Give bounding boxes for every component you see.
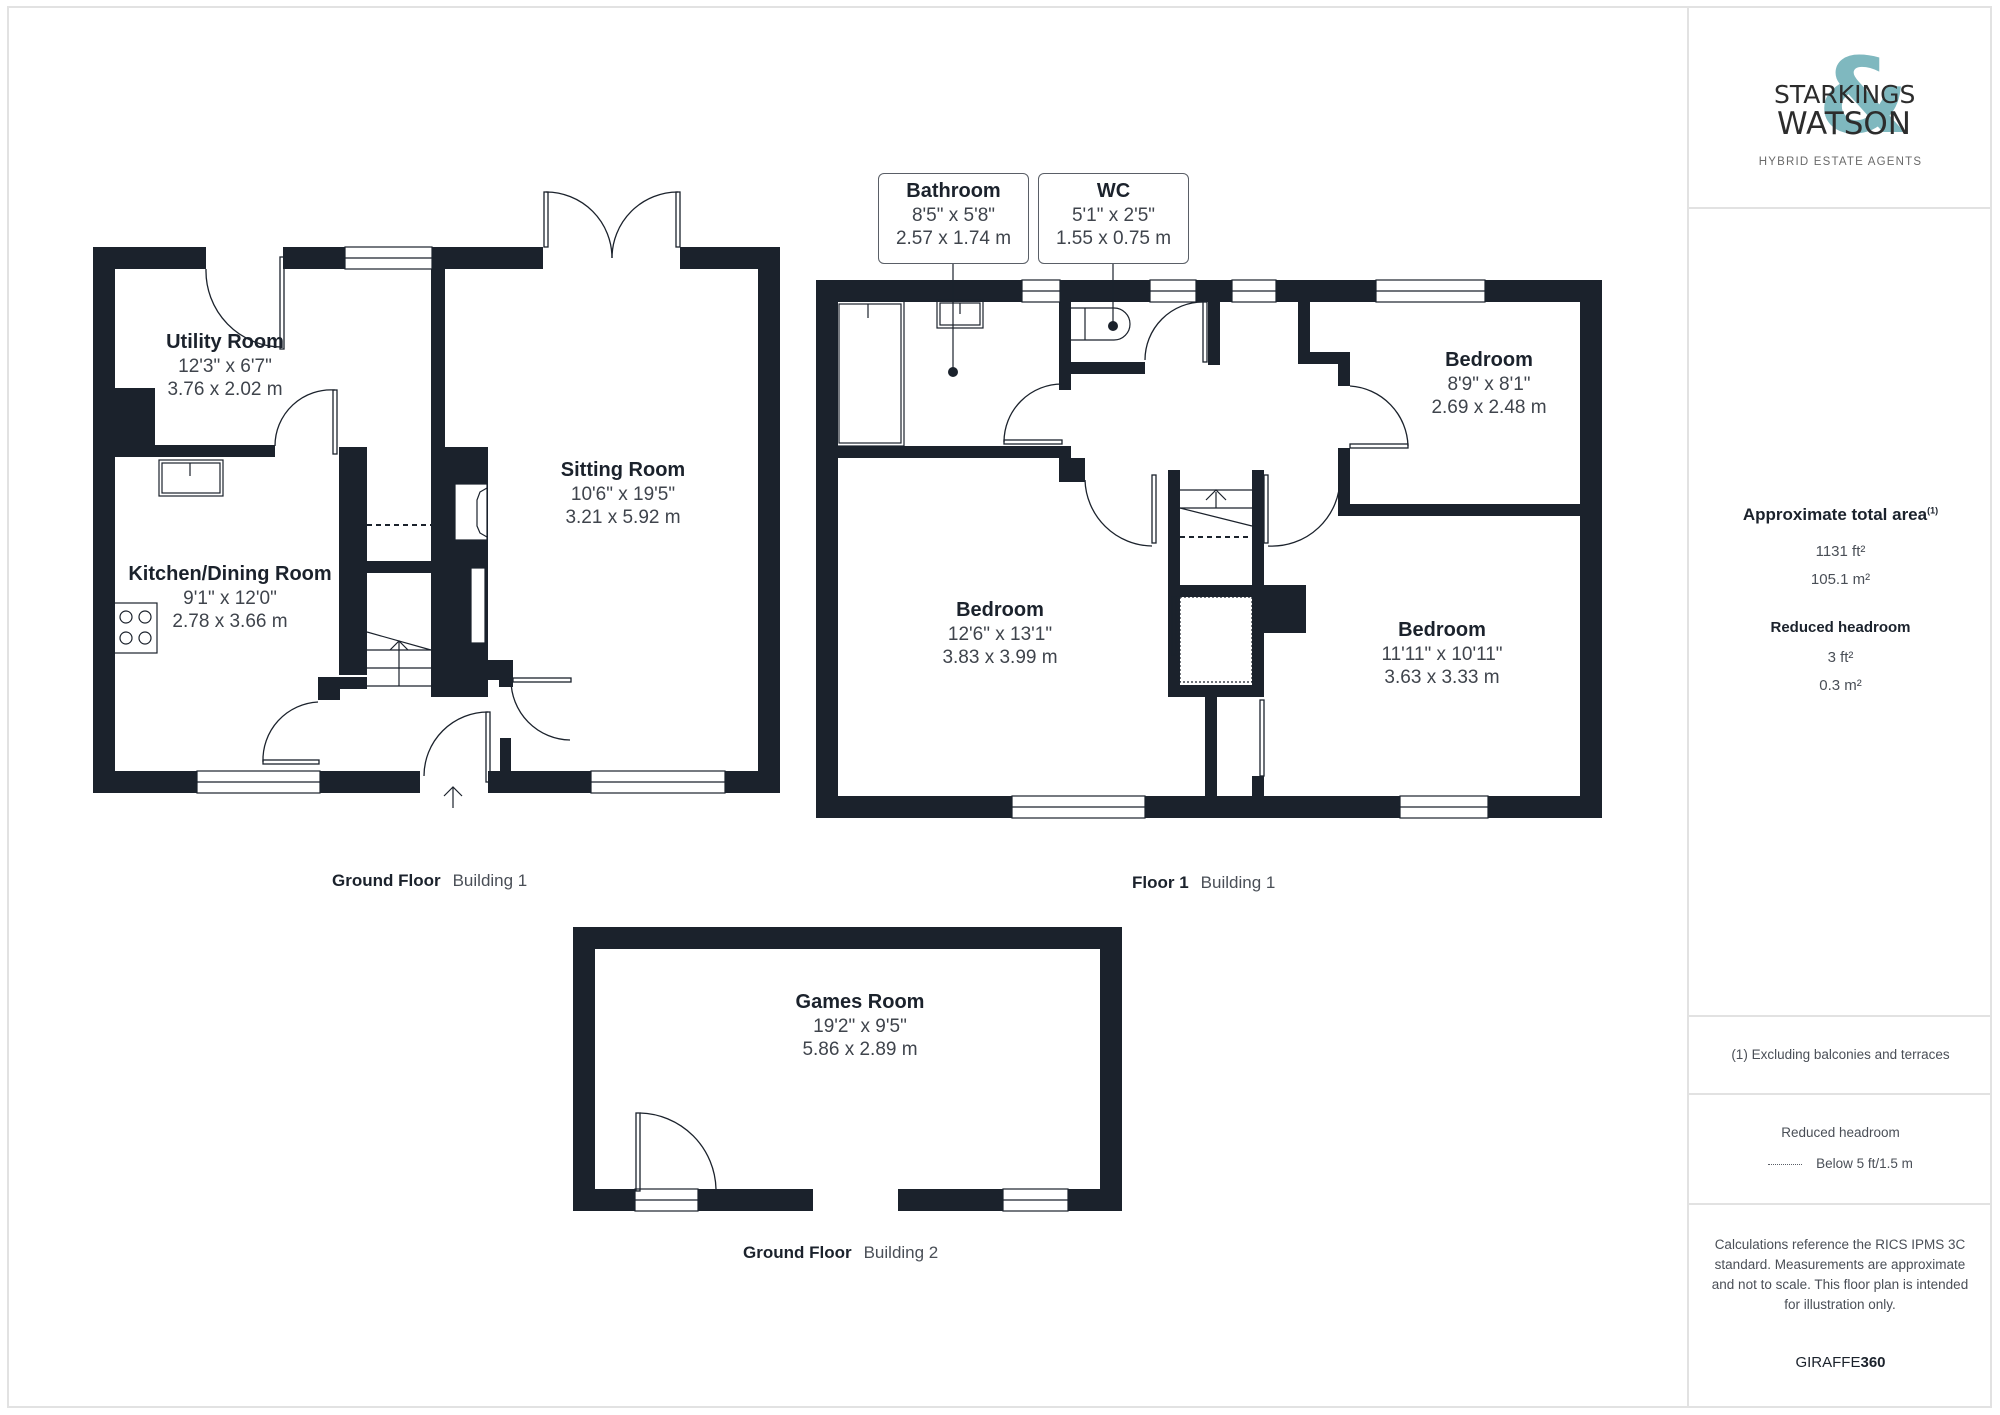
room-dimensions-metric: 2.69 x 2.48 m <box>1431 397 1547 418</box>
room-label-bedroom-third: Bedroom 11'11" x 10'11" 3.63 x 3.33 m <box>1381 618 1502 689</box>
logo-tagline: HYBRID ESTATE AGENTS <box>1758 156 1923 168</box>
room-label-utility-room: Utility Room 12'3" x 6'7" 3.76 x 2.02 m <box>166 330 284 401</box>
room-dimensions-imperial: 10'6" x 19'5" <box>570 484 676 505</box>
room-name: Bedroom <box>1398 619 1486 641</box>
legend-title: Reduced headroom <box>1781 1125 1900 1140</box>
building-name: Building 2 <box>863 1243 939 1262</box>
total-area-sqm: 105.1 m² <box>1810 571 1871 588</box>
room-dimensions-metric: 2.78 x 3.66 m <box>172 611 288 632</box>
room-dimensions-imperial: 19'2" x 9'5" <box>813 1016 907 1037</box>
room-label-bedroom-main: Bedroom 12'6" x 13'1" 3.83 x 3.99 m <box>942 598 1057 669</box>
reduced-headroom-title: Reduced headroom <box>1770 619 1911 636</box>
room-dimensions-imperial: 9'1" x 12'0" <box>183 588 277 609</box>
room-dimensions-metric: 3.63 x 3.33 m <box>1384 667 1500 688</box>
room-name: Kitchen/Dining Room <box>128 563 332 585</box>
room-dimensions-imperial: 8'9" x 8'1" <box>1447 374 1531 395</box>
room-dimensions-imperial: 12'6" x 13'1" <box>947 624 1053 645</box>
room-dimensions-imperial: 8'5" x 5'8" <box>911 205 996 226</box>
dotted-line-icon <box>1768 1163 1803 1165</box>
room-dimensions-imperial: 5'1" x 2'5" <box>1071 205 1156 226</box>
info-panel: & STARKINGS WATSON HYBRID ESTATE AGENTS … <box>1687 6 1992 1408</box>
room-label-kitchen-dining-room: Kitchen/Dining Room 9'1" x 12'0" 2.78 x … <box>128 562 331 633</box>
room-callout-bathroom: Bathroom 8'5" x 5'8" 2.57 x 1.74 m <box>878 173 1029 264</box>
credit-prefix: GIRAFFE <box>1795 1354 1861 1371</box>
area-section: Approximate total area(1) 1131 ft² 105.1… <box>1689 209 1992 1017</box>
room-dimensions-imperial: 12'3" x 6'7" <box>178 356 272 377</box>
room-dimensions-imperial: 11'11" x 10'11" <box>1381 644 1503 665</box>
room-name: WC <box>1096 180 1131 202</box>
room-name: Sitting Room <box>560 459 686 481</box>
footnote-section: (1) Excluding balconies and terraces <box>1689 1017 1992 1095</box>
logo-section: & STARKINGS WATSON HYBRID ESTATE AGENTS <box>1689 6 1992 209</box>
total-area-sqft: 1131 ft² <box>1815 543 1866 560</box>
logo-line-1: STARKINGS <box>1774 80 1916 109</box>
room-callout-wc: WC 5'1" x 2'5" 1.55 x 0.75 m <box>1038 173 1189 264</box>
reduced-headroom-sqft: 3 ft² <box>1827 649 1854 666</box>
legend-item-label: Below 5 ft/1.5 m <box>1816 1156 1913 1171</box>
room-label-bedroom-small: Bedroom 8'9" x 8'1" 2.69 x 2.48 m <box>1431 348 1546 419</box>
logo-ampersand: & <box>1818 35 1909 157</box>
room-name: Bedroom <box>956 599 1044 621</box>
floor-name: Ground Floor <box>332 871 441 890</box>
company-logo: & STARKINGS WATSON <box>1774 44 1916 152</box>
building-name: Building 1 <box>452 871 528 890</box>
room-dimensions-metric: 3.83 x 3.99 m <box>942 647 1058 668</box>
room-dimensions-metric: 3.21 x 5.92 m <box>565 507 681 528</box>
page-frame <box>7 6 1992 1408</box>
credit-suffix: 360 <box>1860 1354 1886 1371</box>
footnote-text: (1) Excluding balconies and terraces <box>1731 1047 1950 1062</box>
floor-name: Ground Floor <box>743 1243 852 1262</box>
room-dimensions-metric: 2.57 x 1.74 m <box>895 228 1012 249</box>
room-name: Bathroom <box>906 180 1001 202</box>
room-name: Utility Room <box>166 331 284 353</box>
disclaimer-text: Calculations reference the RICS IPMS 3C … <box>1711 1237 1969 1312</box>
footnote-marker: (1) <box>1927 505 1939 516</box>
room-name: Games Room <box>795 991 925 1013</box>
legend-item: Below 5 ft/1.5 m <box>1689 1156 1992 1171</box>
room-dimensions-metric: 5.86 x 2.89 m <box>802 1039 918 1060</box>
floor-caption-ground-building-2: Ground Floor Building 2 <box>743 1243 938 1263</box>
area-title: Approximate total area(1) <box>1689 505 1992 525</box>
legend-section: Reduced headroom Below 5 ft/1.5 m <box>1689 1095 1992 1205</box>
floor-caption-ground-building-1: Ground Floor Building 1 <box>332 871 527 891</box>
reduced-headroom-sqm: 0.3 m² <box>1819 677 1862 694</box>
giraffe360-credit: GIRAFFE360 <box>1689 1354 1992 1371</box>
room-dimensions-metric: 1.55 x 0.75 m <box>1055 228 1172 249</box>
floor-caption-floor-1-building-1: Floor 1 Building 1 <box>1132 873 1275 893</box>
floor-name: Floor 1 <box>1132 873 1189 892</box>
building-name: Building 1 <box>1200 873 1276 892</box>
room-label-games-room: Games Room 19'2" x 9'5" 5.86 x 2.89 m <box>796 990 925 1061</box>
area-title-text: Approximate total area <box>1742 505 1928 524</box>
logo-line-2: WATSON <box>1777 106 1911 142</box>
room-label-sitting-room: Sitting Room 10'6" x 19'5" 3.21 x 5.92 m <box>561 458 685 529</box>
disclaimer-section: Calculations reference the RICS IPMS 3C … <box>1689 1205 1992 1408</box>
room-dimensions-metric: 3.76 x 2.02 m <box>167 379 283 400</box>
room-name: Bedroom <box>1445 349 1533 371</box>
